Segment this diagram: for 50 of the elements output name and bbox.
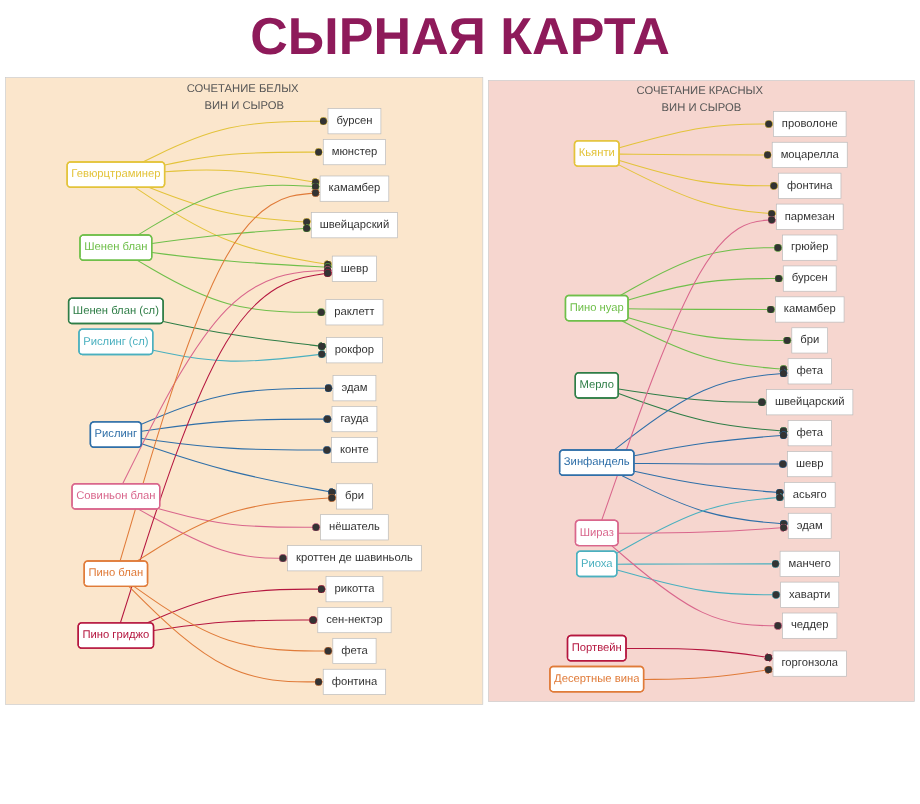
connector [164,169,321,187]
connector [621,475,789,529]
connector [618,160,779,191]
connector [627,274,784,301]
connector [618,119,774,149]
connector [141,414,333,432]
connector [145,584,327,624]
connector [153,615,319,632]
connector [122,265,333,485]
connector [616,569,782,599]
connector [134,187,333,269]
connector [633,459,789,469]
connector [616,493,785,554]
connector [151,224,312,244]
connector [601,215,777,522]
connector [119,268,333,624]
connector [617,523,789,534]
connector [619,243,784,297]
connector [618,164,777,218]
connector [627,305,776,314]
connector [151,252,333,272]
connector [618,388,768,407]
connector [119,188,321,562]
connector [643,665,774,680]
connector [133,586,334,656]
connector [633,431,789,457]
connector [616,559,781,569]
connector [137,260,327,317]
connector [633,470,785,497]
connector [140,383,334,425]
connector [141,116,329,163]
connector [613,369,789,451]
connector [138,508,289,563]
connector [611,545,784,630]
connector [158,508,322,532]
connector [625,647,774,662]
connector [162,320,327,351]
connector [627,317,793,345]
connector [164,147,324,166]
connector [141,443,338,497]
connector [141,437,333,455]
connector [618,393,789,436]
connector [135,493,338,562]
connector [152,349,327,362]
connector [128,586,324,687]
connector [136,182,321,236]
connector [618,150,773,160]
connector [148,187,312,227]
connector [621,320,789,374]
title: СЫРНАЯ КАРТА [248,4,672,68]
